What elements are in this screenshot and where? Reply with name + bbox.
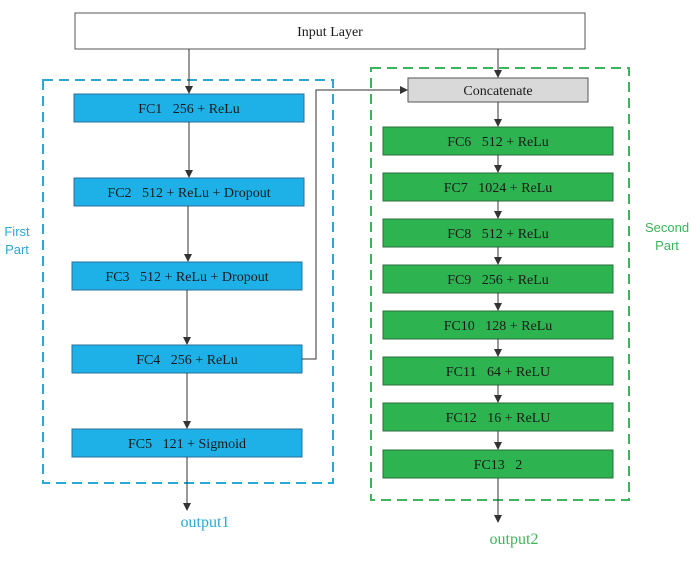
second-part-label-line1: Second xyxy=(645,220,689,235)
layer-label-fc3: FC3 512 + ReLu + Dropout xyxy=(105,270,268,285)
first-part-label-line1: First xyxy=(4,224,30,239)
layer-label-fc9: FC9 256 + ReLu xyxy=(447,273,549,288)
layer-box-fc4: FC4 256 + ReLu xyxy=(71,344,303,374)
layer-box-fc12: FC12 16 + ReLU xyxy=(382,402,614,432)
layer-box-fc8: FC8 512 + ReLu xyxy=(382,218,614,248)
layer-box-fc3: FC3 512 + ReLu + Dropout xyxy=(71,261,303,291)
layer-label-fc4: FC4 256 + ReLu xyxy=(136,353,238,368)
layer-box-fc10: FC10 128 + ReLu xyxy=(382,310,614,340)
layer-box-fc11: FC11 64 + ReLU xyxy=(382,356,614,386)
layer-label-fc11: FC11 64 + ReLU xyxy=(446,365,550,380)
first-part-label-line2: Part xyxy=(5,242,29,257)
arrow-fc4-to-concatenate xyxy=(302,86,408,360)
layer-label-fc10: FC10 128 + ReLu xyxy=(444,319,553,334)
layer-label-fc6: FC6 512 + ReLu xyxy=(447,135,549,150)
output1-label: output1 xyxy=(181,514,230,531)
layer-label-fc7: FC7 1024 + ReLu xyxy=(444,181,553,196)
layer-box-fc5: FC5 121 + Sigmoid xyxy=(71,428,303,458)
layer-label-fc5: FC5 121 + Sigmoid xyxy=(128,437,246,452)
layer-box-fc7: FC7 1024 + ReLu xyxy=(382,172,614,202)
layer-label-fc13: FC13 2 xyxy=(474,458,523,473)
layer-label-fc12: FC12 16 + ReLU xyxy=(446,411,551,426)
layer-label-fc2: FC2 512 + ReLu + Dropout xyxy=(107,186,270,201)
output2-label: output2 xyxy=(490,531,539,548)
concatenate-label: Concatenate xyxy=(463,84,532,99)
layer-box-fc1: FC1 256 + ReLu xyxy=(73,93,305,123)
first-part-container xyxy=(42,79,334,484)
second-part-label-line2: Part xyxy=(655,238,679,253)
input-layer-box: Input Layer xyxy=(74,12,586,50)
input-layer-label: Input Layer xyxy=(297,25,363,40)
layer-label-fc8: FC8 512 + ReLu xyxy=(447,227,549,242)
layer-box-fc9: FC9 256 + ReLu xyxy=(382,264,614,294)
concatenate-box: Concatenate xyxy=(407,77,589,103)
layer-box-fc13: FC13 2 xyxy=(382,449,614,479)
second-part-container xyxy=(370,67,630,501)
layer-box-fc2: FC2 512 + ReLu + Dropout xyxy=(73,177,305,207)
layer-box-fc6: FC6 512 + ReLu xyxy=(382,126,614,156)
layer-label-fc1: FC1 256 + ReLu xyxy=(138,102,240,117)
